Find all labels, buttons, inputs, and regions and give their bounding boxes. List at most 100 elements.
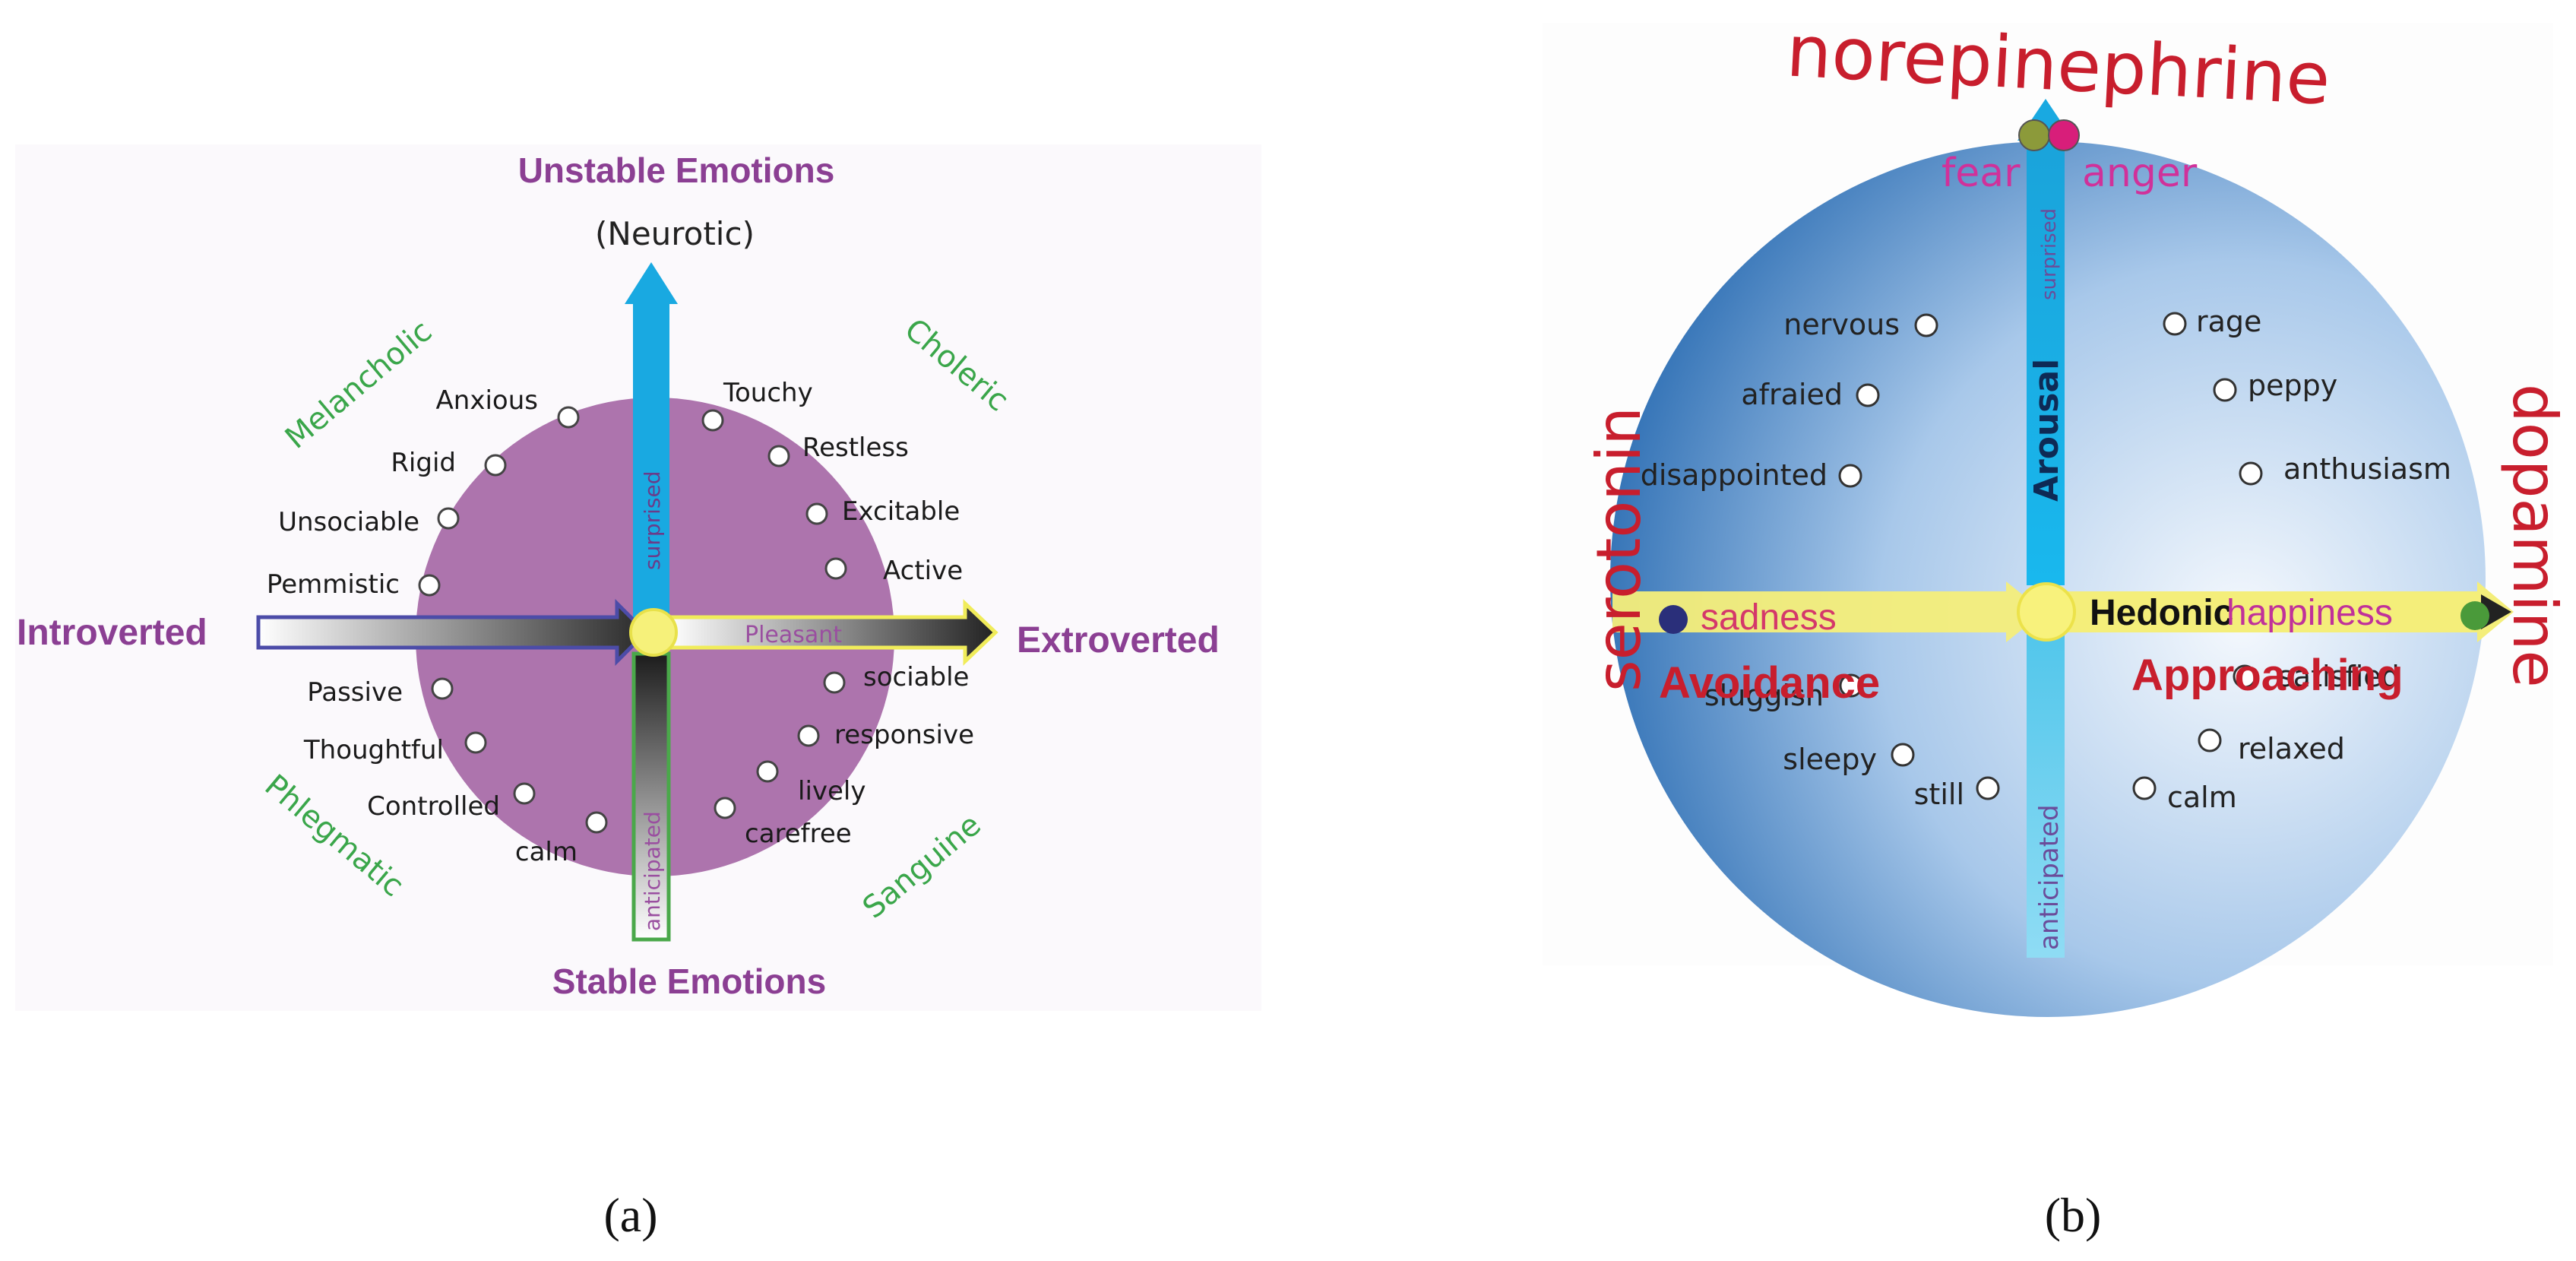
- trait-label: sociable: [863, 662, 969, 692]
- trait-marker: [484, 454, 507, 477]
- words-bottom-right: satisfied relaxed calm: [2167, 660, 2400, 814]
- word-marker: [2163, 312, 2187, 336]
- trait-marker: [437, 507, 460, 530]
- word-label: still: [1914, 778, 1964, 811]
- traits-right: Touchy Restless Excitable Active sociabl…: [723, 378, 974, 849]
- traits-left: Anxious Rigid Unsociable Pemmistic Passi…: [267, 385, 578, 867]
- axis-right-label: Extroverted: [1017, 620, 1220, 661]
- anger-label: anger: [2082, 150, 2198, 196]
- word-marker: [2239, 461, 2263, 486]
- anticipated-arrow: anticipated: [631, 651, 671, 942]
- serotonin-label: serotonin: [1584, 407, 1654, 692]
- center-point-b: [2017, 582, 2076, 642]
- happiness-marker: [2460, 601, 2489, 630]
- sadness-label: sadness: [1701, 597, 1837, 638]
- arousal-label: Arousal: [2027, 359, 2066, 502]
- word-label: calm: [2167, 781, 2237, 814]
- happiness-label: happiness: [2226, 593, 2393, 633]
- trait-marker: [513, 782, 536, 805]
- word-marker: [1839, 673, 1863, 698]
- word-label: satisfied: [2278, 660, 2400, 693]
- arrow-up-label: surprised: [640, 471, 665, 571]
- word-label: nervous: [1783, 308, 1900, 341]
- trait-marker: [767, 445, 790, 467]
- word-marker: [1891, 743, 1915, 767]
- surprised-label: surprised: [2038, 208, 2061, 300]
- trait-marker: [823, 671, 846, 694]
- trait-label: Anxious: [436, 385, 538, 416]
- anger-marker: [2048, 119, 2080, 151]
- trait-marker: [557, 406, 580, 429]
- trait-label: Pemmistic: [267, 569, 400, 600]
- words-bottom-left: sluggish sleepy still: [1704, 679, 1964, 811]
- trait-marker: [464, 731, 487, 754]
- trait-marker: [714, 797, 736, 819]
- extroverted-arrow: Pleasant: [666, 599, 998, 666]
- trait-label: responsive: [834, 720, 974, 750]
- word-label: anthusiasm: [2283, 452, 2451, 486]
- trait-label: Active: [883, 556, 963, 586]
- word-marker: [1838, 464, 1862, 488]
- trait-marker: [824, 557, 847, 580]
- word-marker: [1914, 313, 1938, 337]
- approaching-label: Approaching: [2131, 651, 2404, 700]
- panel-a: surprised anticipated Pleasant Unstable …: [15, 144, 1261, 1242]
- word-marker: [1976, 776, 2000, 800]
- trait-label: Touchy: [723, 378, 813, 408]
- axis-top-label: Unstable Emotions: [518, 150, 835, 190]
- center-point: [629, 608, 678, 657]
- trait-label: Passive: [307, 677, 403, 708]
- anticipated-arrow-b: anticipated: [2027, 600, 2065, 958]
- trait-label: Controlled: [367, 791, 500, 822]
- axis-left-label: Introverted: [17, 613, 207, 653]
- sadness-arrow: [1612, 581, 2044, 642]
- word-label: relaxed: [2238, 732, 2345, 765]
- word-marker: [1856, 383, 1880, 407]
- fear-label: fear: [1941, 150, 2021, 196]
- arrow-right-label: Pleasant: [745, 622, 842, 648]
- word-label: peppy: [2248, 369, 2337, 402]
- introverted-arrow: [256, 598, 649, 667]
- happiness-arrow: [2052, 581, 2514, 642]
- trait-label: Thoughtful: [303, 735, 444, 765]
- axis-top-sublabel: (Neurotic): [595, 215, 755, 252]
- trait-marker: [585, 811, 608, 834]
- anticipated-label: anticipated: [2034, 804, 2065, 950]
- avoidance-label: Avoidance: [1659, 658, 1880, 708]
- word-label: afraied: [1741, 378, 1843, 411]
- caption-a: (a): [603, 1188, 657, 1242]
- trait-label: Restless: [802, 432, 909, 463]
- trait-marker: [805, 502, 828, 525]
- word-label: disappointed: [1641, 458, 1828, 492]
- word-marker: [2233, 664, 2257, 689]
- words-top-left: nervous afraied disappointed: [1641, 308, 1900, 492]
- sadness-marker: [1659, 605, 1688, 634]
- axis-bottom-label: Stable Emotions: [552, 962, 826, 1001]
- trait-markers: [418, 406, 847, 834]
- trait-label: carefree: [745, 819, 852, 849]
- trait-label: lively: [798, 776, 866, 806]
- word-marker: [2132, 776, 2157, 800]
- fear-marker: [2018, 119, 2050, 151]
- trait-marker: [418, 574, 441, 597]
- trait-marker: [431, 677, 454, 700]
- surprised-arrow: surprised: [625, 262, 678, 638]
- trait-label: Unsociable: [278, 507, 419, 537]
- word-label: rage: [2196, 305, 2261, 338]
- word-marker: [2213, 378, 2237, 402]
- word-label: sluggish: [1704, 679, 1824, 712]
- trait-marker: [756, 760, 779, 783]
- word-marker: [2198, 728, 2222, 752]
- dopamine-label: dopamine: [2499, 384, 2570, 688]
- arrow-down-label: anticipated: [640, 811, 665, 931]
- words-top-right: rage peppy anthusiasm: [2196, 305, 2451, 486]
- trait-label: calm: [515, 837, 578, 867]
- trait-label: Excitable: [842, 496, 960, 527]
- trait-marker: [701, 409, 724, 432]
- trait-label: Rigid: [391, 448, 456, 478]
- trait-marker: [797, 724, 820, 747]
- panel-b: Arousal surprised anticipated: [1543, 10, 2570, 1242]
- word-markers: [1838, 312, 2263, 800]
- hedonic-label: Hedonic: [2090, 593, 2233, 633]
